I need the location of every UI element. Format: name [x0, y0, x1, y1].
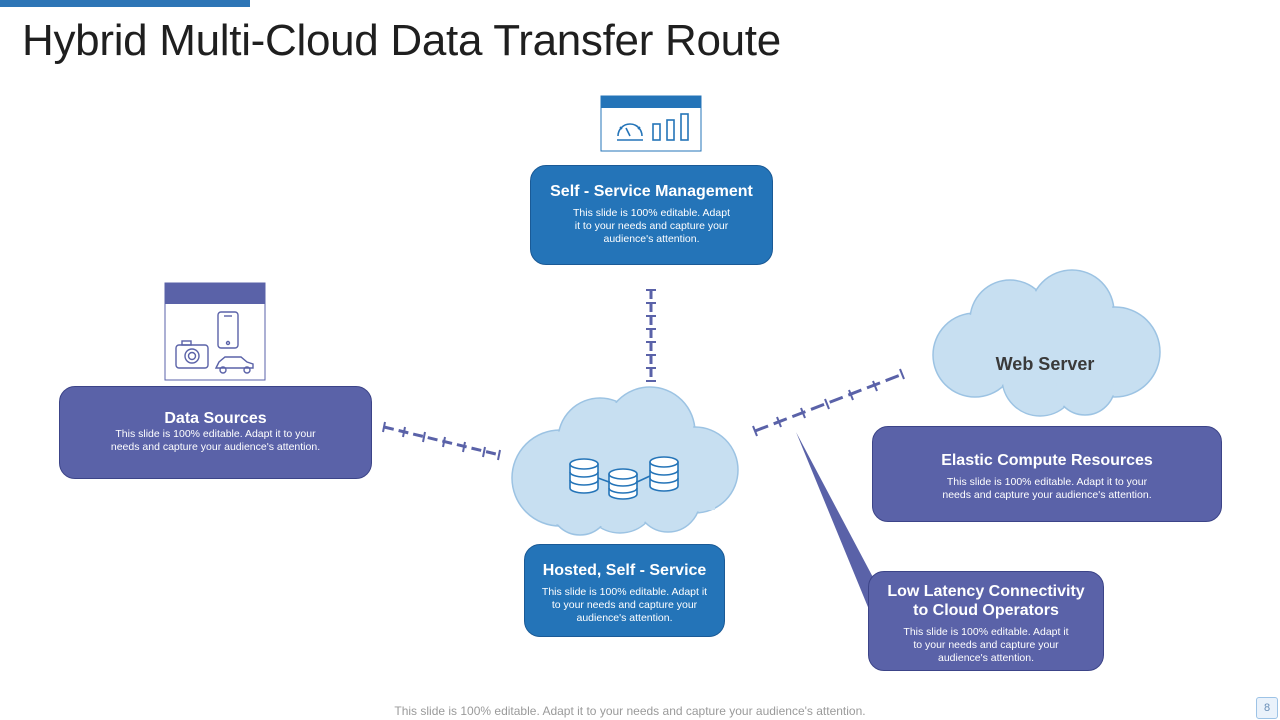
slide-title: Hybrid Multi-Cloud Data Transfer Route: [22, 16, 781, 65]
dashboard-icon: [600, 95, 702, 152]
data-sources-box: Data Sources This slide is 100% editable…: [59, 386, 372, 479]
data-sources-body: This slide is 100% editable. Adapt it to…: [110, 428, 321, 453]
elastic-compute-box: Elastic Compute Resources This slide is …: [872, 426, 1222, 522]
elastic-title: Elastic Compute Resources: [941, 452, 1153, 469]
low-latency-box: Low Latency Connectivity to Cloud Operat…: [868, 571, 1104, 671]
low-latency-title: Low Latency Connectivity to Cloud Operat…: [887, 583, 1085, 619]
elastic-body: This slide is 100% editable. Adapt it to…: [942, 476, 1152, 501]
connector-top: [646, 289, 656, 382]
low-latency-body: This slide is 100% editable. Adapt it to…: [903, 626, 1069, 664]
devices-icon: [164, 282, 266, 381]
self-service-body: This slide is 100% editable. Adapt it to…: [572, 207, 730, 245]
web-server-label: Web Server: [995, 354, 1095, 374]
data-sources-title: Data Sources: [164, 410, 267, 427]
connector-right: [752, 368, 905, 437]
hosted-title: Hosted, Self - Service: [542, 562, 707, 579]
page-number: 8: [1256, 697, 1278, 719]
title-accent-bar: [0, 0, 250, 7]
callout-pointer: [796, 432, 885, 612]
self-service-title: Self - Service Management: [550, 183, 753, 200]
self-service-management-box: Self - Service Management This slide is …: [530, 165, 773, 265]
database-icon: [569, 456, 679, 500]
hosted-self-service-box: Hosted, Self - Service This slide is 100…: [524, 544, 725, 637]
slide-footer: This slide is 100% editable. Adapt it to…: [394, 704, 866, 718]
connector-left: [382, 421, 501, 461]
hosted-body: This slide is 100% editable. Adapt it to…: [541, 586, 708, 624]
